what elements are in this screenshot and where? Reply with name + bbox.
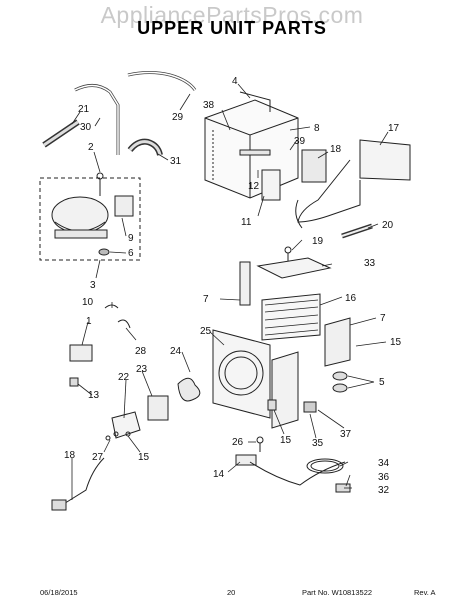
callout-23: 23 [136,364,148,375]
callout-15b: 15 [138,452,150,463]
callout-3: 3 [90,280,96,291]
callout-31: 31 [170,156,182,167]
callout-30: 30 [80,122,92,133]
callout-14: 14 [213,469,225,480]
callout-1: 1 [86,316,92,327]
callout-18b: 18 [64,450,76,461]
callout-13: 13 [88,390,100,401]
control-board-harness [295,139,411,229]
callout-33: 33 [364,258,376,269]
callout-16: 16 [345,293,357,304]
callout-6: 6 [128,248,134,259]
callout-5: 5 [379,377,385,388]
callout-17: 17 [388,123,400,134]
control-housing [204,91,299,201]
callout-26: 26 [232,437,244,448]
footer-page-number: 20 [227,588,236,597]
callout-32: 32 [378,485,390,496]
callout-38: 38 [203,100,215,111]
callout-8: 8 [314,123,320,134]
callout-15a: 15 [390,337,402,348]
leader-lines [71,83,389,500]
sensor [341,223,373,239]
callout-39: 39 [294,136,306,147]
callout-labels: 4 38 8 39 17 18 12 11 20 29 21 30 31 2 9… [64,76,402,496]
bottom-harness [235,436,351,493]
callout-12: 12 [248,181,260,192]
callout-37: 37 [340,429,352,440]
callout-36: 36 [378,472,390,483]
callout-22: 22 [118,372,130,383]
tube-assembly [42,71,197,156]
callout-19: 19 [312,236,324,247]
footer-revision: Rev. A [414,588,436,597]
evaporator-area [239,246,351,393]
callout-29: 29 [172,112,184,123]
callout-24: 24 [170,346,182,357]
callout-27: 27 [92,452,104,463]
callout-28: 28 [135,346,147,357]
callout-15c: 15 [280,435,292,446]
callout-35: 35 [312,438,324,449]
callout-10: 10 [82,297,94,308]
callout-25: 25 [200,326,212,337]
callout-2: 2 [88,142,94,153]
compressor-group [39,172,141,261]
callout-7a: 7 [203,294,209,305]
electrical-components [51,304,169,511]
callout-7b: 7 [380,313,386,324]
callout-11: 11 [241,217,252,228]
footer-date: 06/18/2015 [40,588,78,597]
defrost-components [303,401,317,413]
page-title: UPPER UNIT PARTS [137,18,327,38]
watermark: AppliancePartsPros.com [100,2,364,28]
footer-part-number: Part No. W10813522 [302,588,373,597]
callout-34: 34 [378,458,390,469]
callout-4: 4 [232,76,238,87]
callout-9: 9 [128,233,134,244]
callout-20: 20 [382,220,394,231]
callout-18: 18 [330,144,342,155]
callout-21: 21 [78,104,90,115]
fan-shroud [177,329,299,429]
